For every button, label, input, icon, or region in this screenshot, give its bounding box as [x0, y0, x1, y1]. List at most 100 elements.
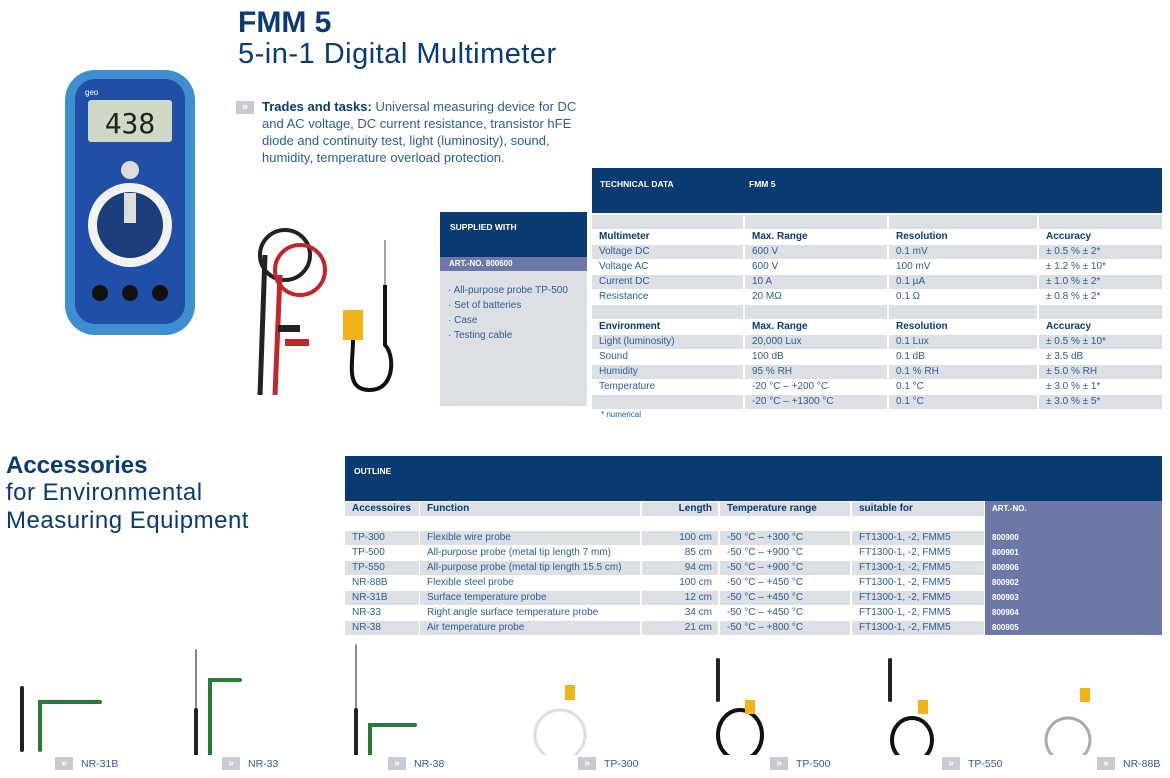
accessories-cell: 100 cm — [679, 577, 712, 588]
probe-label: TP-300 — [604, 758, 639, 770]
accessories-header-cell: Length — [642, 502, 718, 516]
accessories-header-cell: Temperature range — [720, 502, 850, 516]
chevron-icon: » — [55, 757, 73, 770]
table-cell: 0.1 dB — [896, 351, 925, 362]
accessories-cell: FT1300-1, -2, FMM5 — [852, 621, 984, 635]
technical-header-label: TECHNICAL DATA — [600, 179, 674, 189]
environment-header-cell: Max. Range — [752, 321, 808, 332]
accessories-cell: -50 °C – +450 °C — [727, 607, 804, 618]
supplied-header: SUPPLIED WITH — [440, 212, 587, 257]
table-cell: 0.1 Lux — [889, 335, 1037, 349]
accessories-cell: 800901 — [992, 548, 1019, 557]
chevron-icon: » — [1097, 757, 1115, 770]
accessories-cell: NR-31B — [345, 591, 419, 605]
table-cell: ± 3.0 % ± 5* — [1039, 395, 1162, 409]
table-cell: Light (luminosity) — [592, 335, 743, 349]
environment-header-cell: Environment — [599, 321, 661, 332]
accessories-cell: FT1300-1, -2, FMM5 — [852, 561, 984, 575]
accessories-cell: -50 °C – +900 °C — [720, 561, 850, 575]
table-cell: 100 mV — [896, 261, 931, 272]
outline-header-label: OUTLINE — [354, 466, 392, 476]
technical-header: TECHNICAL DATA FMM 5 — [592, 168, 1162, 213]
table-cell: 20 MΩ — [752, 291, 782, 302]
table-cell: ± 0.5 % ± 2* — [1039, 245, 1162, 259]
table-cell: 600 V — [745, 245, 887, 259]
table-cell: -20 °C – +1300 °C — [745, 395, 887, 409]
accessories-cell: -50 °C – +900 °C — [727, 547, 804, 558]
probe-label: NR-33 — [248, 758, 279, 770]
supplied-header-label: SUPPLIED WITH — [450, 222, 517, 232]
table-cell: Resistance — [599, 291, 649, 302]
accessories-cell: 12 cm — [642, 591, 718, 605]
test-leads-image — [257, 228, 394, 396]
table-cell: 0.1 °C — [889, 395, 1037, 409]
probe-label: NR-31B — [81, 758, 119, 770]
multimeter-header-cell: Resolution — [896, 231, 948, 242]
chevron-icon: » — [388, 757, 406, 770]
table-cell: ± 3.5 dB — [1046, 351, 1084, 362]
accessories-cell: 85 cm — [684, 547, 712, 558]
accessories-cell: Flexible wire probe — [420, 531, 640, 545]
probe-label: TP-550 — [968, 758, 1003, 770]
chevron-icon: » — [942, 757, 960, 770]
table-cell: Humidity — [592, 365, 743, 379]
accessories-cell: NR-88B — [352, 577, 388, 588]
footnote: * numerical — [601, 410, 642, 419]
accessories-cell: -50 °C – +450 °C — [727, 577, 804, 588]
spacer-row — [745, 215, 887, 229]
table-cell: Current DC — [592, 275, 743, 289]
accessories-cell: 34 cm — [684, 607, 712, 618]
accessories-cell: -50 °C – +800 °C — [720, 621, 850, 635]
description-lead: Trades and tasks: — [262, 99, 372, 114]
chevron-icon: » — [770, 757, 788, 770]
art-no-column — [985, 501, 1162, 635]
accessories-cell: FT1300-1, -2, FMM5 — [852, 591, 984, 605]
accessories-cell: Air temperature probe — [420, 621, 640, 635]
supplied-item: · Case — [448, 315, 478, 326]
accessories-subtitle-1: for Environmental — [6, 479, 203, 506]
table-cell: Sound — [599, 351, 628, 362]
chevron-icon: » — [578, 757, 596, 770]
spacer-row — [889, 215, 1037, 229]
chevron-icon: » — [222, 757, 240, 770]
accessories-cell: TP-500 — [352, 547, 385, 558]
table-cell: ± 1.0 % ± 2* — [1039, 275, 1162, 289]
accessories-cell: FT1300-1, -2, FMM5 — [859, 547, 951, 558]
environment-header-cell: Resolution — [896, 321, 948, 332]
accessories-cell: Surface temperature probe — [420, 591, 640, 605]
supplied-item: · Set of batteries — [448, 300, 522, 311]
accessories-cell: FT1300-1, -2, FMM5 — [859, 577, 951, 588]
description: Trades and tasks: Universal measuring de… — [262, 98, 592, 166]
table-cell: Temperature — [599, 381, 656, 392]
table-cell: ± 5.0 % RH — [1039, 365, 1162, 379]
spacer-row — [1039, 305, 1162, 319]
table-cell: -20 °C – +200 °C — [752, 381, 829, 392]
accessories-subtitle-2: Measuring Equipment — [6, 507, 249, 534]
supplied-art-no-label: ART.-NO. 800600 — [449, 259, 513, 268]
table-cell: 100 dB — [752, 351, 784, 362]
table-cell — [592, 395, 743, 409]
accessories-cell: -50 °C – +300 °C — [720, 531, 850, 545]
spacer-row — [1039, 215, 1162, 229]
probe-label: NR-38 — [414, 758, 445, 770]
probe-images — [20, 644, 1092, 755]
accessories-cell: NR-33 — [352, 607, 381, 618]
table-cell: 20,000 Lux — [745, 335, 887, 349]
product-model: FMM 5 — [238, 6, 332, 39]
accessories-cell: FT1300-1, -2, FMM5 — [852, 531, 984, 545]
environment-header-cell: Accuracy — [1046, 321, 1092, 332]
description-text: Universal measuring device for DC and AC… — [262, 99, 577, 165]
accessories-cell: 800900 — [992, 533, 1019, 542]
accessories-cell: 100 cm — [642, 531, 718, 545]
table-cell: Voltage DC — [592, 245, 743, 259]
table-cell: ± 0.5 % ± 10* — [1039, 335, 1162, 349]
table-cell: 0.1 % RH — [889, 365, 1037, 379]
table-cell: 0.1 °C — [896, 381, 924, 392]
spacer-row — [592, 215, 743, 229]
table-cell: 95 % RH — [745, 365, 887, 379]
supplied-item: · Testing cable — [448, 330, 513, 341]
multimeter-header-cell: Max. Range — [752, 231, 808, 242]
multimeter-image: geo 438 — [65, 70, 195, 335]
accessories-cell: All-purpose probe (metal tip length 15.5… — [420, 561, 640, 575]
